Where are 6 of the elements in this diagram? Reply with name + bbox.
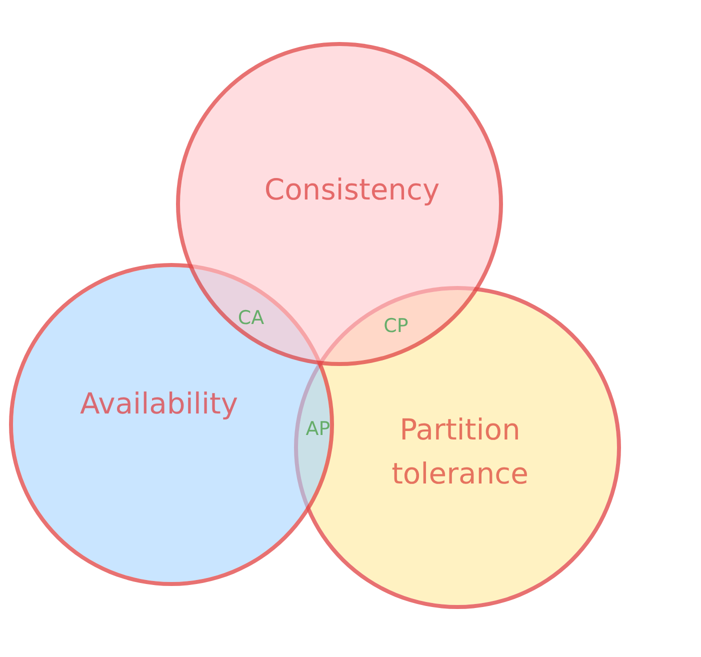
region-label: CA <box>238 307 264 329</box>
region-label: AP <box>306 418 330 440</box>
region-label: CP <box>384 315 408 337</box>
set-label: Consistency <box>264 171 440 208</box>
set-label: Availability <box>80 385 238 422</box>
set-label: Partition tolerance <box>390 412 530 492</box>
